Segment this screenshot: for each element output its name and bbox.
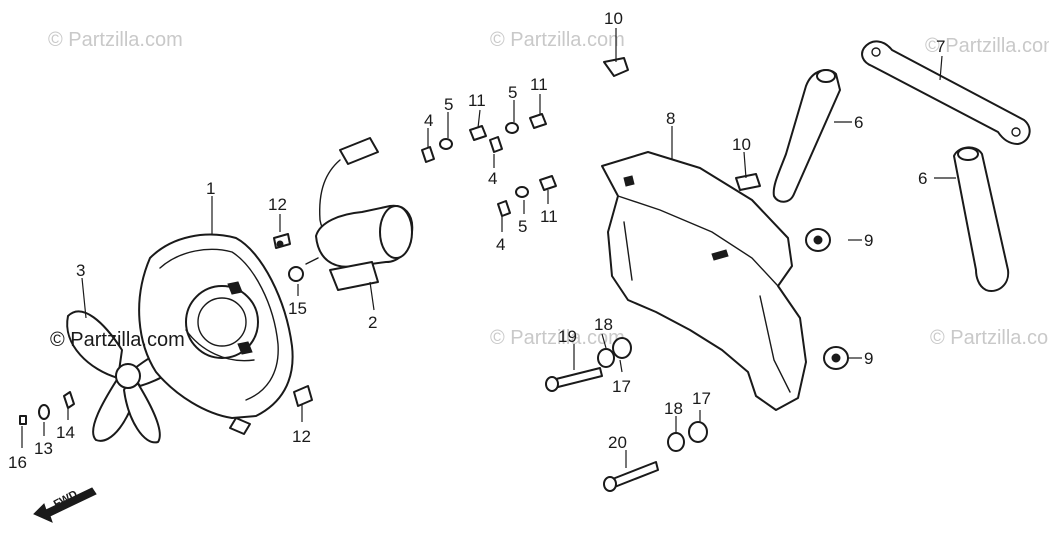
callout-10-b[interactable]: 10 [732, 135, 751, 154]
callout-11-c[interactable]: 11 [540, 207, 558, 226]
callout-16[interactable]: 16 [8, 453, 27, 472]
stay-bar[interactable] [861, 40, 1031, 145]
watermark-featured: © Partzilla.com [50, 329, 185, 351]
small-hardware[interactable] [421, 57, 761, 217]
bolts-and-washers[interactable] [545, 337, 708, 492]
callout-10-a[interactable]: 10 [604, 9, 623, 28]
callout-4-a[interactable]: 4 [424, 111, 433, 130]
callout-13[interactable]: 13 [34, 439, 53, 458]
stay-upper[interactable] [772, 69, 841, 203]
callout-6-a[interactable]: 6 [854, 113, 863, 132]
callout-7[interactable]: 7 [936, 37, 945, 56]
callout-5-b[interactable]: 5 [508, 83, 517, 102]
callout-9-b[interactable]: 9 [864, 349, 873, 368]
callout-5-c[interactable]: 5 [518, 217, 527, 236]
watermark-top-center: © Partzilla.com [490, 29, 625, 51]
callout-2[interactable]: 2 [368, 313, 377, 332]
callout-9-a[interactable]: 9 [864, 231, 873, 250]
callout-17-b[interactable]: 17 [692, 389, 711, 408]
callout-19[interactable]: 19 [558, 327, 577, 346]
callout-17-a[interactable]: 17 [612, 377, 631, 396]
watermark-middle-center: © Partzilla.com [490, 327, 625, 349]
callout-15[interactable]: 15 [288, 299, 307, 318]
stay-lower[interactable] [953, 146, 1010, 292]
callout-5-a[interactable]: 5 [444, 95, 453, 114]
callout-12-b[interactable]: 12 [292, 427, 311, 446]
radiator-cover[interactable] [601, 151, 807, 411]
grommets[interactable] [805, 228, 849, 370]
callout-8[interactable]: 8 [666, 109, 675, 128]
callout-1[interactable]: 1 [206, 179, 215, 198]
watermark-middle-right: © Partzilla.com [930, 327, 1049, 349]
callout-4-b[interactable]: 4 [488, 169, 497, 188]
fan-fasteners[interactable] [19, 233, 313, 425]
forward-arrow: FWD [33, 487, 97, 523]
callout-14[interactable]: 14 [56, 423, 75, 442]
callout-18-b[interactable]: 18 [664, 399, 683, 418]
callout-11-a[interactable]: 11 [468, 91, 486, 110]
callout-3[interactable]: 3 [76, 261, 85, 280]
callout-18-a[interactable]: 18 [594, 315, 613, 334]
fan-shroud[interactable] [138, 233, 294, 435]
watermarks: © Partzilla.com © Partzilla.com © Partzi… [48, 29, 1049, 349]
leader-lines [21, 28, 956, 468]
callout-11-b[interactable]: 11 [530, 75, 548, 94]
callout-20[interactable]: 20 [608, 433, 627, 452]
watermark-top-right: © Partzilla.com [925, 35, 1049, 57]
callouts: 1 2 3 4 4 4 5 5 5 6 6 7 8 9 9 10 10 11 1… [8, 9, 945, 472]
callout-6-b[interactable]: 6 [918, 169, 927, 188]
callout-12-a[interactable]: 12 [268, 195, 287, 214]
fan-blade[interactable] [66, 310, 186, 444]
fan-motor[interactable] [305, 137, 414, 291]
callout-4-c[interactable]: 4 [496, 235, 505, 254]
watermark-top-left: © Partzilla.com [48, 29, 183, 51]
